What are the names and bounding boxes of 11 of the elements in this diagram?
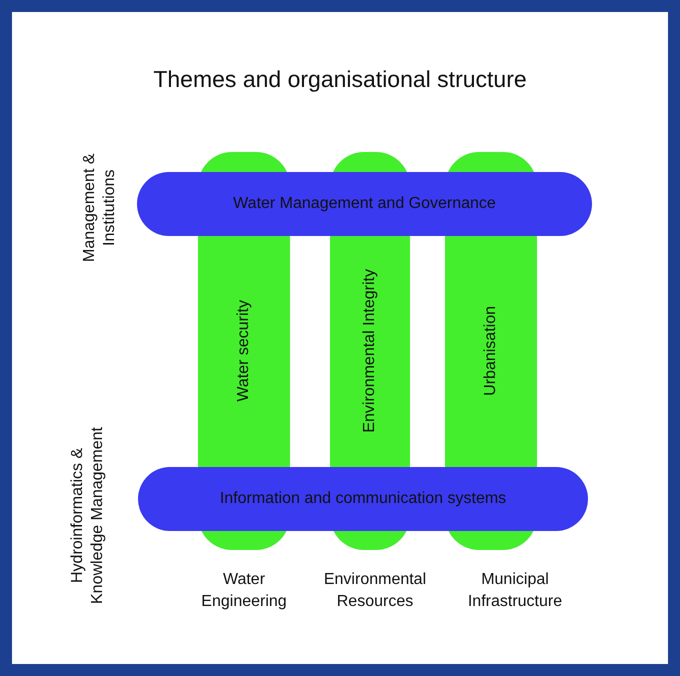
column-label: Environmental Resources [322, 570, 428, 612]
band-label: Urbanisation [482, 306, 500, 396]
column-label: Municipal Infrastructure [466, 570, 564, 612]
band-label: Information and communication systems [220, 490, 506, 508]
band-label: Water Management and Governance [233, 195, 496, 213]
band-label: Environmental Integrity [361, 269, 379, 433]
row-label: Management & Institutions [80, 152, 119, 264]
band-label: Water security [235, 300, 253, 402]
column-label: Water Engineering [200, 570, 288, 612]
row-label: Hydroinformatics & Knowledge Management [68, 426, 107, 606]
diagram-title: Themes and organisational structure [152, 66, 528, 93]
